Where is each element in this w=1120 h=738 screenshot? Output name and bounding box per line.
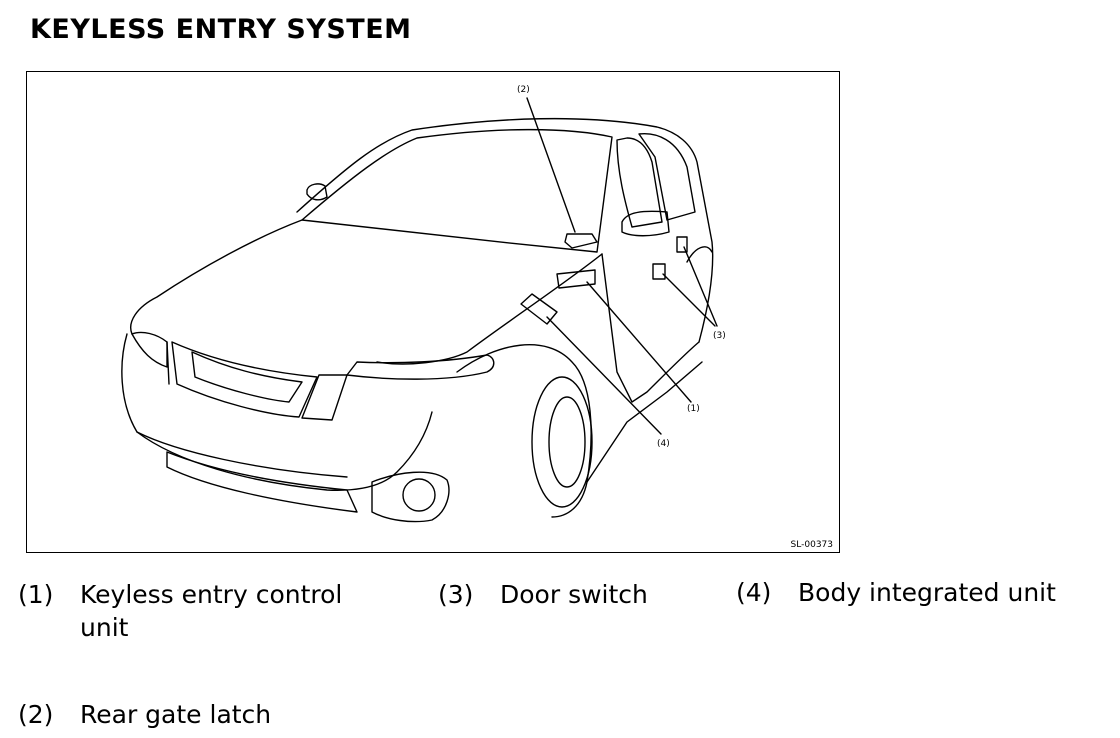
windshield [301, 128, 613, 253]
rear-side-window [638, 133, 696, 221]
fog-light-housing [371, 471, 450, 523]
grille-outer [171, 341, 318, 418]
rear-wheel-arch [686, 246, 713, 263]
callout-1: (1) [687, 404, 700, 414]
legend-number: (3) [438, 580, 474, 609]
page-title: KEYLESS ENTRY SYSTEM [30, 14, 412, 45]
legend-text: Keyless entry control unit [80, 580, 343, 642]
leader-line-1 [586, 281, 692, 403]
body-integrated-unit-box [520, 293, 558, 325]
control-unit-box [556, 269, 596, 289]
car-diagram: (2) (1) (3) (4) SL-00373 [26, 71, 840, 553]
figure-code: SL-00373 [790, 540, 833, 550]
legend-number: (2) [18, 700, 54, 729]
door-switch-upper [676, 236, 688, 253]
leader-line-3b [662, 273, 716, 327]
grille-right-divider [301, 374, 348, 421]
legend-number: (4) [736, 578, 772, 607]
lower-air-intake [166, 451, 358, 513]
car-illustration [121, 97, 718, 523]
front-wheel-arch [456, 344, 592, 518]
legend-text: Door switch [500, 580, 648, 609]
bumper-lower [136, 431, 348, 478]
hood [130, 219, 303, 335]
fog-light [402, 478, 436, 512]
sill [586, 361, 703, 483]
grille-center-divider [166, 341, 170, 385]
rear-gate-latch-box [564, 233, 598, 249]
legend-text: Body integrated unit [798, 578, 1056, 607]
side-mirror [621, 210, 670, 237]
grille-inner [191, 351, 303, 403]
leader-line-4 [546, 316, 662, 435]
legend-text: Rear gate latch [80, 700, 272, 729]
callout-4: (4) [657, 439, 670, 449]
callout-2: (2) [517, 85, 530, 95]
leader-line-3a [683, 246, 718, 327]
hood-edge [376, 253, 603, 365]
left-mirror [306, 183, 328, 201]
right-headlight [346, 354, 495, 380]
front-wheel [531, 376, 593, 508]
bumper [121, 333, 433, 491]
callout-3: (3) [713, 331, 726, 341]
left-headlight [131, 331, 168, 368]
door-switch-lower [652, 263, 666, 280]
door-line [601, 253, 700, 403]
front-wheel-hub [548, 396, 586, 488]
legend-number: (1) [18, 580, 54, 609]
leader-line-2 [526, 97, 576, 233]
roof-outline [296, 117, 714, 343]
front-side-window [616, 137, 663, 228]
